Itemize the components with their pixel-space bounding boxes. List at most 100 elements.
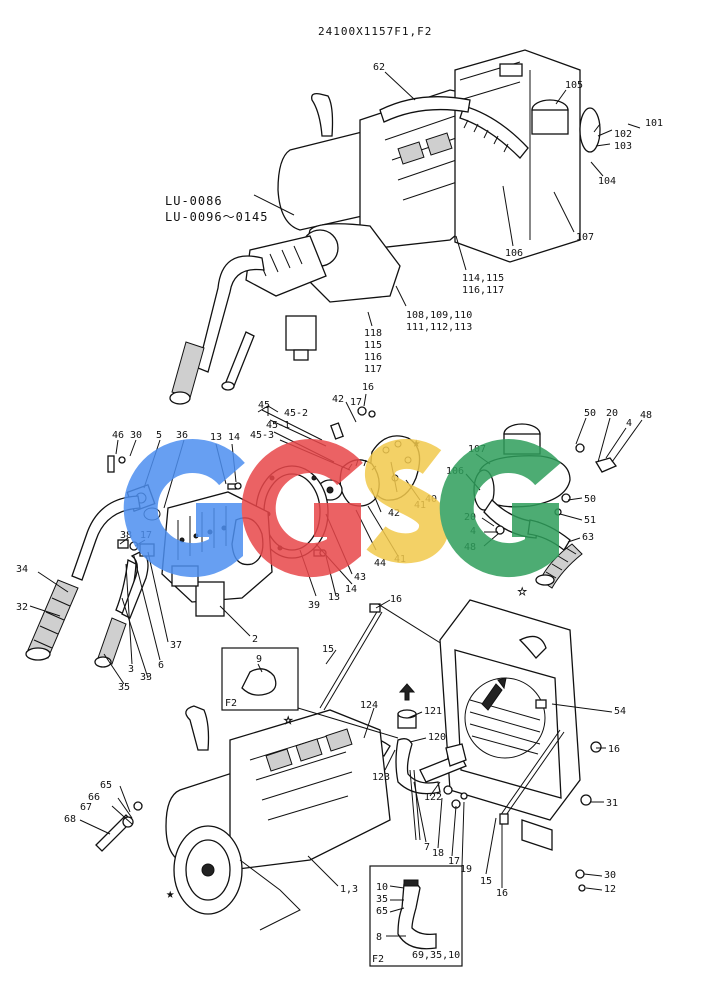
label-111-113: 111,112,113 [406,322,472,333]
label-102: 102 [614,129,632,140]
label-51: 51 [584,515,596,526]
watermark-letter-1 [123,439,245,578]
label-4-top: 4 [626,418,632,429]
label-103: 103 [614,141,632,152]
label-65: 65 [100,780,112,791]
label-45: 45 [258,400,270,411]
label-116: 116 [364,352,382,363]
label-14-low: 14 [345,584,357,595]
label-67: 67 [80,802,92,813]
label-118: 118 [364,328,382,339]
label-36: 36 [176,430,188,441]
label-7: 7 [424,842,430,853]
label-1-3: 1,3 [340,884,358,895]
label-16-top: 16 [362,382,374,393]
label-68: 68 [64,814,76,825]
label-f2-left: F2 [225,698,237,709]
label-46: 46 [112,430,124,441]
watermark-logo [123,438,561,578]
label-3: 3 [128,664,134,675]
label-101: 101 [645,118,663,129]
watermark-letter-3 [365,438,449,564]
label-34: 34 [16,564,28,575]
bottom-assembly [95,599,602,931]
label-69-35-10: 69,35,10 [412,950,460,961]
detail-box-f2-bottom [369,865,463,967]
label-43: 43 [354,572,366,583]
label-5: 5 [156,430,162,441]
label-114-115: 114,115 [462,273,504,284]
watermark-letter-2 [241,439,363,578]
label-19: 19 [460,864,472,875]
label-115: 115 [364,340,382,351]
label-31: 31 [606,798,618,809]
label-17-top: 17 [350,397,362,408]
label-45-2: 45-2 [284,408,308,419]
label-122: 122 [424,792,442,803]
label-50-mid: 50 [584,494,596,505]
label-42-top: 42 [332,394,344,405]
label-10-box: 10 [376,882,388,893]
label-20-top: 20 [606,408,618,419]
label-8-box: 8 [376,932,382,943]
label-120: 120 [428,732,446,743]
label-42-mid: 42 [388,508,400,519]
label-13-low: 13 [328,592,340,603]
label-14-mid: 14 [228,432,240,443]
label-18: 18 [432,848,444,859]
label-116-117: 116,117 [462,285,504,296]
label-65-box: 65 [376,906,388,917]
label-16-bottom: 16 [496,888,508,899]
label-45-1: 45-1 [266,420,290,431]
label-66: 66 [88,792,100,803]
label-35: 35 [118,682,130,693]
label-38: 38 [120,530,132,541]
label-32: 32 [16,602,28,613]
star-marker-bottom: ★ [166,886,175,902]
label-62: 62 [373,62,385,73]
label-124: 124 [360,700,378,711]
label-121: 121 [424,706,442,717]
label-63: 63 [582,532,594,543]
star-outline-marker: ★ [518,583,527,599]
watermark-letter-4 [439,439,561,578]
detail-box-f2-left [221,647,399,739]
label-12: 12 [604,884,616,895]
label-39: 39 [308,600,320,611]
label-54: 54 [614,706,626,717]
label-17-bottom: 17 [448,856,460,867]
label-30-mid: 30 [130,430,142,441]
top-engine-assembly [169,49,601,405]
label-6: 6 [158,660,164,671]
label-50-top: 50 [584,408,596,419]
label-16-rad: 16 [608,744,620,755]
label-48-top: 48 [640,410,652,421]
label-9: 9 [256,654,262,665]
bottom-leader-lines [79,599,613,891]
label-15-rod: 15 [322,644,334,655]
label-107-top: 107 [576,232,594,243]
label-37: 37 [170,640,182,651]
model-range-2: LU-0096～0145 [165,210,268,224]
star-outline-marker-bottom: ☆ [284,712,293,728]
label-108-110: 108,109,110 [406,310,472,321]
label-106-top: 106 [505,248,523,259]
label-2: 2 [252,634,258,645]
model-range-1: LU-0086 [165,194,223,208]
label-30-bottom: 30 [604,870,616,881]
label-15-bottom: 15 [480,876,492,887]
label-123: 123 [372,772,390,783]
label-104: 104 [598,176,616,187]
label-16-rod: 16 [390,594,402,605]
label-44: 44 [374,558,386,569]
label-33: 33 [140,672,152,683]
label-45-3: 45-3 [250,430,274,441]
label-13-mid: 13 [210,432,222,443]
label-35-box: 35 [376,894,388,905]
top-leader-lines [253,71,641,327]
diagram-title: 24100X1157F1,F2 [318,25,432,38]
label-f2-bottom: F2 [372,954,384,965]
label-105: 105 [565,80,583,91]
